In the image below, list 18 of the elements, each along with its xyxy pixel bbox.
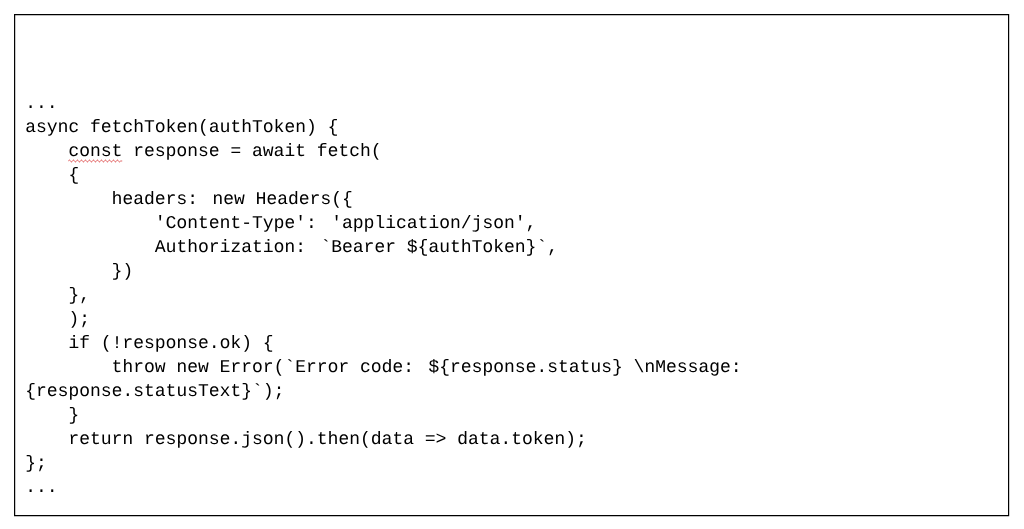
code-line: }; — [26, 454, 43, 472]
code-line: async fetchToken(authToken) { — [26, 118, 337, 136]
code-line: {response.statusText}`); — [27, 382, 281, 400]
code-line: } — [69, 406, 78, 424]
code-line: headers: new Headers({ — [113, 190, 352, 208]
code-line: const response = await fetch( — [69, 142, 379, 160]
code-box — [14, 14, 1010, 517]
code-line: ); — [71, 310, 87, 328]
code-line: throw new Error(`Error code: ${response.status} \nMessage: — [113, 358, 738, 376]
code-line: if (!response.ok) { — [69, 334, 273, 352]
code-line: return response.json().then(data => data.token); — [70, 430, 583, 448]
code-line: }) — [113, 262, 131, 280]
code-line: }, — [69, 286, 86, 304]
code-line: { — [70, 166, 78, 184]
code-line: 'Content-Type': 'application/json', — [159, 214, 532, 232]
code-line: ... — [29, 105, 54, 108]
code-line: ... — [29, 489, 54, 492]
code-line: Authorization: `Bearer ${authToken}`, — [154, 238, 554, 256]
